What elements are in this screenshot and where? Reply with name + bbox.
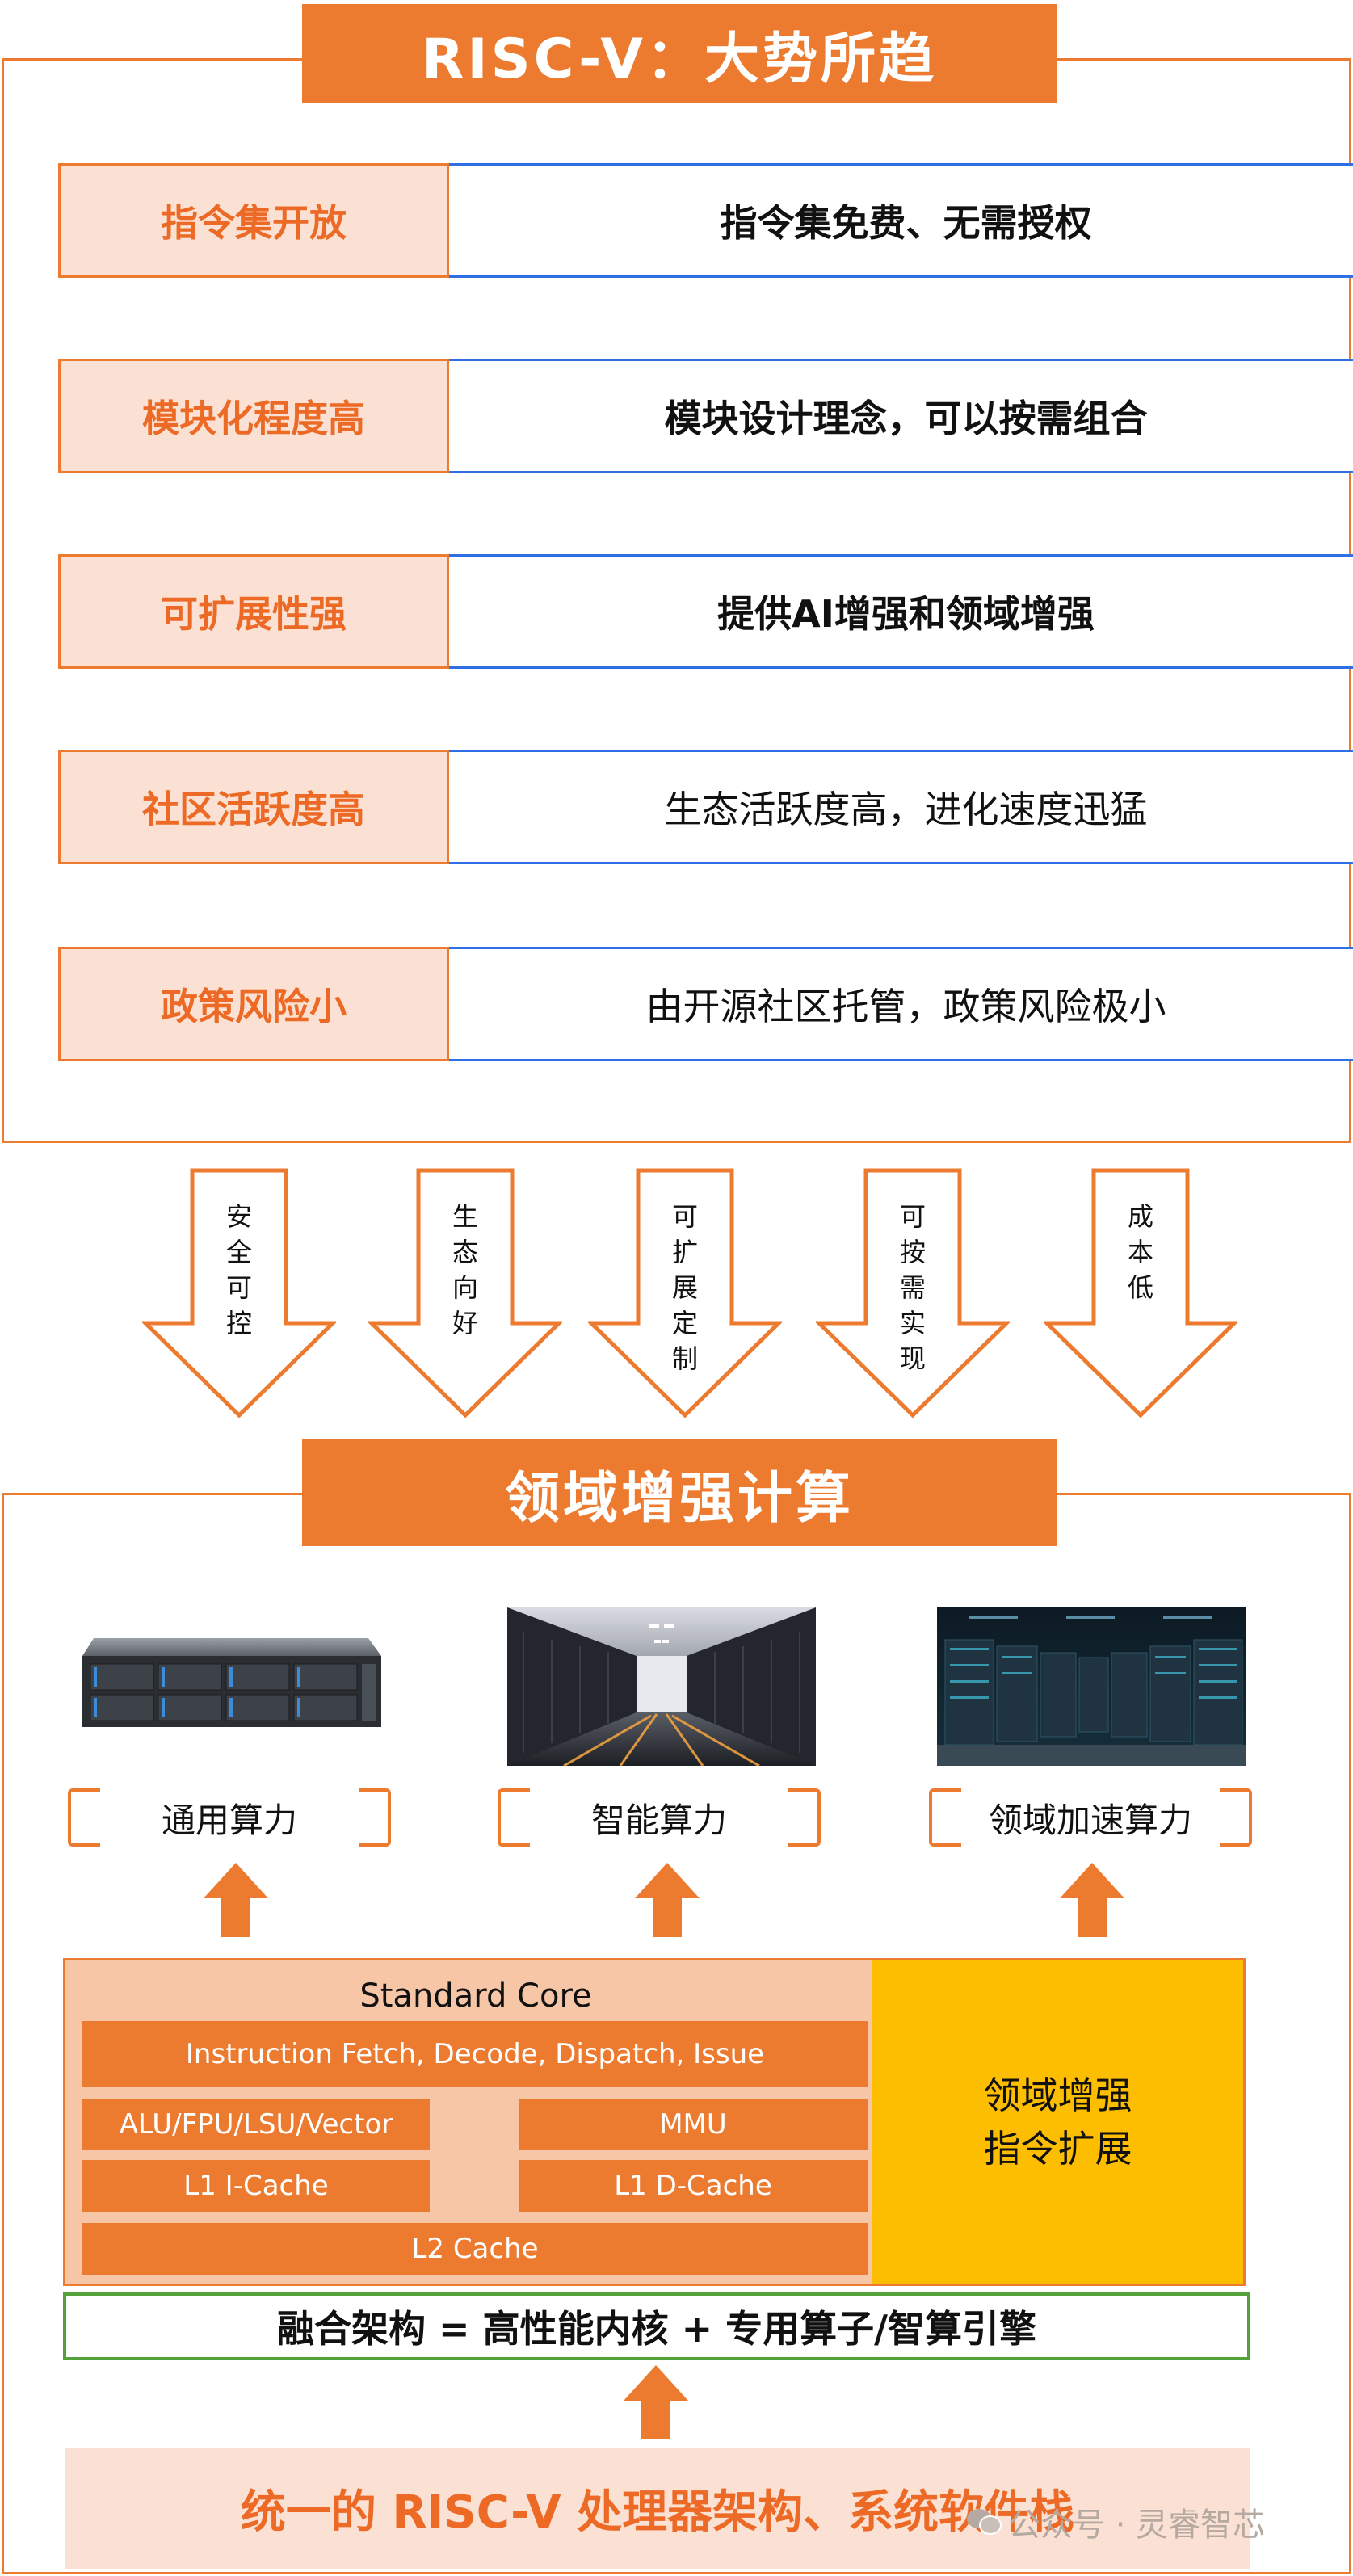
arrow-label-char: 成 xyxy=(1127,1201,1153,1232)
compute-type-label: 领域加速算力 xyxy=(929,1788,1252,1847)
arrow-label-char: 生 xyxy=(452,1201,478,1232)
standard-core-title: Standard Core xyxy=(359,1977,592,2015)
server-rack-image xyxy=(78,1624,384,1737)
arrow-label-char: 实 xyxy=(899,1308,926,1338)
bracket-right xyxy=(1220,1788,1252,1847)
arrow-label: 安全可控 xyxy=(142,1199,336,1341)
domain-extension-box: 领域增强 指令扩展 xyxy=(872,1960,1243,2284)
feature-description: 指令集免费、无需授权 xyxy=(449,163,1353,278)
arrow-label-char: 按 xyxy=(899,1237,926,1267)
down-arrow: 安全可控 xyxy=(142,1168,336,1418)
feature-name: 模块化程度高 xyxy=(58,359,449,473)
compute-type-label: 通用算力 xyxy=(68,1788,391,1847)
arrow-label-char: 现 xyxy=(899,1343,926,1374)
feature-row: 社区活跃度高生态活跃度高，进化速度迅猛 xyxy=(58,750,1353,864)
feature-row: 可扩展性强提供AI增强和领域增强 xyxy=(58,554,1353,669)
up-arrow-icon xyxy=(1060,1863,1124,1937)
down-arrow: 生态向好 xyxy=(368,1168,562,1418)
alu-bar: ALU/FPU/LSU/Vector xyxy=(82,2099,430,2150)
server-room-image xyxy=(937,1607,1246,1766)
arrow-label: 可按需实现 xyxy=(816,1199,1010,1376)
feature-description: 生态活跃度高，进化速度迅猛 xyxy=(449,750,1353,864)
down-arrow-icon xyxy=(1044,1168,1237,1418)
arrow-label: 成本低 xyxy=(1044,1199,1237,1305)
arrow-label-char: 向 xyxy=(452,1272,478,1303)
down-arrow-icon xyxy=(142,1168,336,1418)
down-arrow-icon xyxy=(368,1168,562,1418)
down-arrow-icon xyxy=(816,1168,1010,1418)
feature-description: 提供AI增强和领域增强 xyxy=(449,554,1353,669)
compute-type-text: 通用算力 xyxy=(161,1800,297,1840)
wechat-icon xyxy=(966,2507,1002,2536)
arrow-label-char: 可 xyxy=(225,1272,252,1303)
down-arrow: 可按需实现 xyxy=(816,1168,1010,1418)
l1-icache-bar: L1 I-Cache xyxy=(82,2160,430,2212)
domain-extension-line1: 领域增强 xyxy=(983,2074,1132,2117)
l2-cache-bar: L2 Cache xyxy=(82,2223,868,2275)
arrow-label-char: 可 xyxy=(671,1201,698,1232)
arrow-label-char: 好 xyxy=(452,1308,478,1338)
bracket-right xyxy=(359,1788,391,1847)
top-section-title: RISC-V：大势所趋 xyxy=(302,4,1057,103)
feature-row: 政策风险小由开源社区托管，政策风险极小 xyxy=(58,947,1353,1061)
feature-name: 指令集开放 xyxy=(58,163,449,278)
pipeline-bar: Instruction Fetch, Decode, Dispatch, Iss… xyxy=(82,2021,868,2087)
unified-architecture-band: 统一的 RISC-V 处理器架构、系统软件栈 xyxy=(65,2448,1250,2569)
arrow-label-char: 展 xyxy=(671,1272,698,1303)
bracket-left xyxy=(68,1788,100,1847)
up-arrow-icon xyxy=(635,1863,700,1937)
feature-description: 由开源社区托管，政策风险极小 xyxy=(449,947,1353,1061)
feature-name: 可扩展性强 xyxy=(58,554,449,669)
bracket-left xyxy=(929,1788,961,1847)
arrow-label-char: 扩 xyxy=(671,1237,698,1267)
up-arrow-icon xyxy=(204,1863,268,1937)
feature-row: 模块化程度高模块设计理念，可以按需组合 xyxy=(58,359,1353,473)
compute-type-text: 领域加速算力 xyxy=(988,1800,1192,1840)
bracket-right xyxy=(788,1788,821,1847)
domain-extension-line2: 指令扩展 xyxy=(983,2127,1132,2170)
compute-type-label: 智能算力 xyxy=(498,1788,821,1847)
arrow-label-char: 需 xyxy=(899,1272,926,1303)
up-arrow-icon xyxy=(624,2365,688,2439)
mmu-bar: MMU xyxy=(519,2099,868,2150)
l1-dcache-bar: L1 D-Cache xyxy=(519,2160,868,2212)
down-arrow: 可扩展定制 xyxy=(588,1168,782,1418)
compute-type-text: 智能算力 xyxy=(590,1800,727,1840)
arrow-label-char: 安 xyxy=(225,1201,252,1232)
arrow-label-char: 本 xyxy=(1127,1237,1153,1267)
arrow-label-char: 态 xyxy=(452,1237,478,1267)
data-center-aisle-image xyxy=(507,1607,816,1766)
fusion-architecture-bar: 融合架构 = 高性能内核 + 专用算子/智算引擎 xyxy=(63,2292,1250,2360)
bottom-section-title: 领域增强计算 xyxy=(302,1439,1057,1546)
arrow-label-char: 控 xyxy=(225,1308,252,1338)
feature-name: 社区活跃度高 xyxy=(58,750,449,864)
down-arrow-icon xyxy=(588,1168,782,1418)
down-arrow: 成本低 xyxy=(1044,1168,1237,1418)
watermark-text: 公众号 · 灵睿智芯 xyxy=(1008,2507,1266,2544)
arrow-label-char: 定 xyxy=(671,1308,698,1338)
arrow-label-char: 可 xyxy=(899,1201,926,1232)
feature-row: 指令集开放指令集免费、无需授权 xyxy=(58,163,1353,278)
arrow-label: 生态向好 xyxy=(368,1199,562,1341)
arrow-label-char: 全 xyxy=(225,1237,252,1267)
feature-name: 政策风险小 xyxy=(58,947,449,1061)
arrow-label-char: 制 xyxy=(671,1343,698,1374)
feature-description: 模块设计理念，可以按需组合 xyxy=(449,359,1353,473)
arrow-label-char: 低 xyxy=(1127,1272,1153,1303)
watermark: 公众号 · 灵睿智芯 xyxy=(966,2498,1346,2546)
arrow-label: 可扩展定制 xyxy=(588,1199,782,1376)
bracket-left xyxy=(498,1788,530,1847)
